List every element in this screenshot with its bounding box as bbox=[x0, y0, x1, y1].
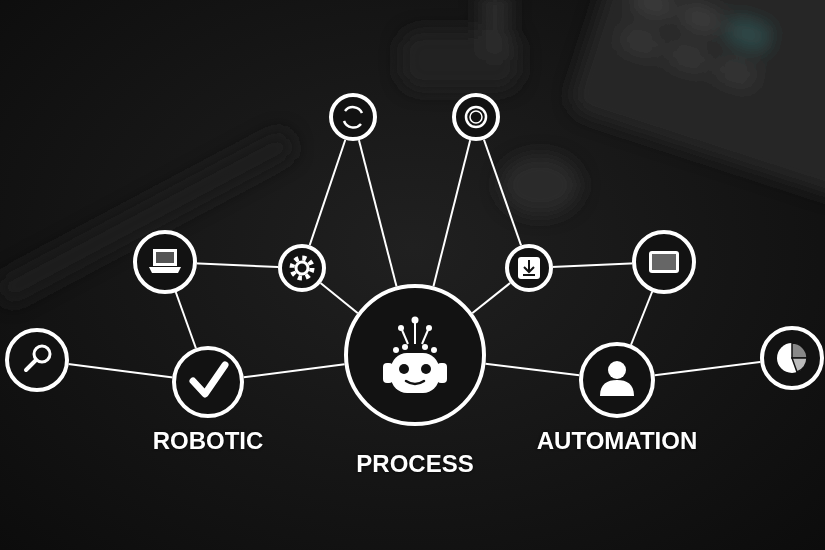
connector-line bbox=[485, 364, 579, 376]
tablet-icon bbox=[649, 251, 679, 273]
blurred-objects bbox=[0, 0, 825, 308]
refresh-icon bbox=[344, 107, 362, 127]
circle-node: ROBOTIC bbox=[172, 346, 244, 418]
node-caption: PROCESS bbox=[356, 450, 473, 478]
pie-chart-icon bbox=[777, 343, 807, 373]
check-icon bbox=[193, 365, 225, 394]
circle-node: PROCESS bbox=[344, 284, 486, 426]
magnifier-icon bbox=[26, 346, 50, 370]
robot-icon bbox=[383, 317, 447, 394]
wire bbox=[430, 117, 476, 300]
icon-circles bbox=[7, 95, 822, 390]
network-wires bbox=[37, 117, 792, 382]
connector-line bbox=[244, 364, 345, 377]
wire bbox=[476, 117, 529, 268]
circle-discs bbox=[5, 93, 824, 426]
person-icon bbox=[600, 361, 634, 396]
node-caption: ROBOTIC bbox=[153, 427, 264, 455]
download-icon bbox=[518, 257, 540, 279]
ring-icon bbox=[466, 107, 486, 127]
gear-icon bbox=[292, 258, 312, 278]
circle-node: AUTOMATION bbox=[579, 342, 655, 418]
node-caption: AUTOMATION bbox=[537, 427, 697, 455]
laptop-icon bbox=[149, 249, 181, 273]
wire bbox=[353, 117, 400, 300]
